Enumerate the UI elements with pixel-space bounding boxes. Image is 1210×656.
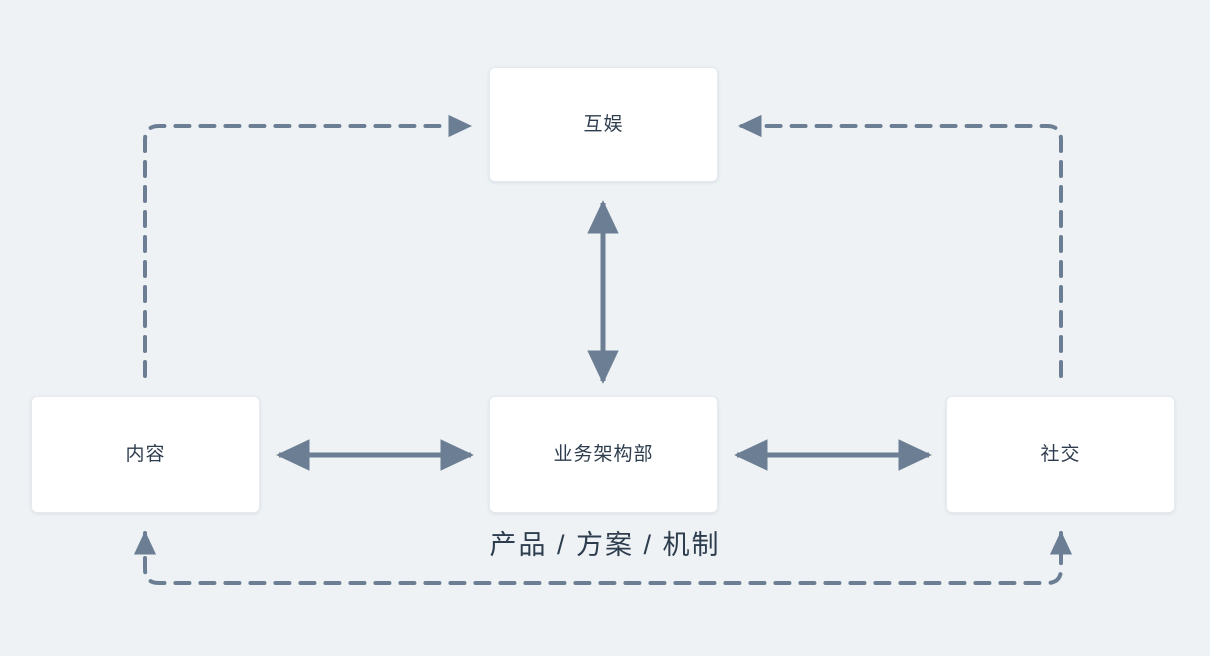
node-shejiao[interactable]: 社交 (946, 396, 1175, 513)
connector-neirong-to-hudi (143, 114, 473, 378)
node-hudi-label: 互娱 (583, 114, 624, 135)
connector-shejiao-to-hudi (737, 114, 1063, 378)
node-yewu-label: 业务架构部 (553, 444, 654, 465)
node-neirong-label: 内容 (125, 444, 166, 465)
node-yewu[interactable]: 业务架构部 (489, 396, 718, 513)
node-hudi[interactable]: 互娱 (489, 67, 718, 182)
flow-caption: 产品 / 方案 / 机制 (489, 530, 721, 560)
node-neirong[interactable]: 内容 (31, 396, 260, 513)
node-shejiao-label: 社交 (1040, 444, 1081, 465)
